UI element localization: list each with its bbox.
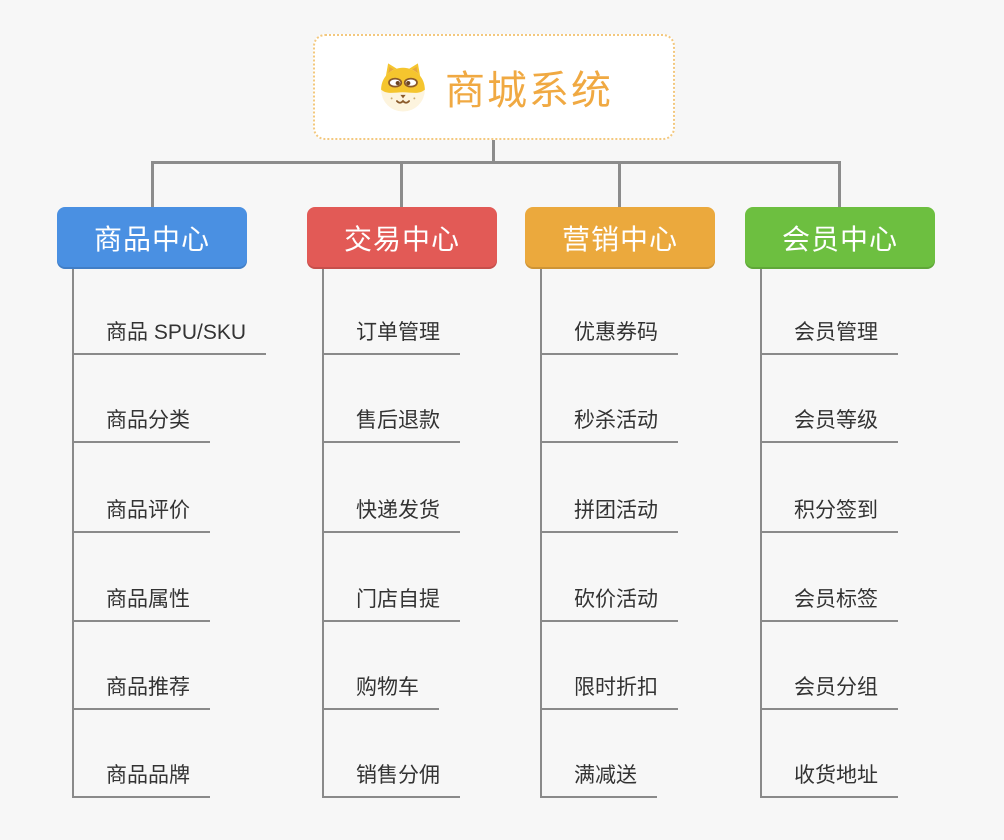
connector-drop-member: [838, 161, 841, 210]
topic-order-management[interactable]: 订单管理: [322, 317, 460, 355]
dog-face-icon: [375, 59, 431, 115]
branch-spine: [760, 269, 762, 798]
topic-after-sale-refund[interactable]: 售后退款: [322, 405, 460, 443]
root-node-label: 商城系统: [445, 69, 613, 113]
connector-bus: [151, 161, 841, 164]
topic-product-category[interactable]: 商品分类: [72, 405, 210, 443]
topic-points-checkin[interactable]: 积分签到: [760, 495, 898, 533]
branch-trade-center: 交易中心 订单管理 售后退款 快递发货 门店自提 购物车 销售分佣: [307, 207, 567, 807]
topic-bargain-activity[interactable]: 砍价活动: [540, 584, 678, 622]
topic-product-spu-sku[interactable]: 商品 SPU/SKU: [72, 317, 267, 355]
branch-marketing-center: 营销中心 优惠券码 秒杀活动 拼团活动 砍价活动 限时折扣 满减送: [525, 207, 785, 807]
topic-spend-and-save[interactable]: 满减送: [540, 760, 657, 798]
topic-limited-time-discount[interactable]: 限时折扣: [540, 672, 678, 710]
topic-shopping-cart[interactable]: 购物车: [322, 672, 439, 710]
topic-group-buy[interactable]: 拼团活动: [540, 495, 678, 533]
topic-shipping-address[interactable]: 收货地址: [760, 760, 898, 798]
topic-member-level[interactable]: 会员等级: [760, 405, 898, 443]
topic-member-group[interactable]: 会员分组: [760, 672, 898, 710]
branch-spine: [540, 269, 542, 798]
branch-product-center: 商品中心 商品 SPU/SKU 商品分类 商品评价 商品属性 商品推荐 商品品牌: [57, 207, 317, 807]
topic-store-pickup[interactable]: 门店自提: [322, 584, 460, 622]
topic-coupon-code[interactable]: 优惠券码: [540, 317, 678, 355]
branch-spine: [72, 269, 74, 798]
root-node-mall-system[interactable]: 商城系统: [313, 34, 675, 140]
topic-member-tag[interactable]: 会员标签: [760, 584, 898, 622]
topic-express-delivery[interactable]: 快递发货: [322, 495, 460, 533]
branch-node-marketing-center[interactable]: 营销中心: [525, 207, 715, 269]
branch-node-product-center[interactable]: 商品中心: [57, 207, 247, 269]
topic-product-recommend[interactable]: 商品推荐: [72, 672, 210, 710]
topic-product-brand[interactable]: 商品品牌: [72, 760, 210, 798]
branch-node-member-center[interactable]: 会员中心: [745, 207, 935, 269]
connector-drop-trade: [400, 161, 403, 210]
topic-sales-commission[interactable]: 销售分佣: [322, 760, 460, 798]
branch-spine: [322, 269, 324, 798]
branch-node-trade-center[interactable]: 交易中心: [307, 207, 497, 269]
topic-flash-sale[interactable]: 秒杀活动: [540, 405, 678, 443]
topic-product-attribute[interactable]: 商品属性: [72, 584, 210, 622]
connector-drop-marketing: [618, 161, 621, 210]
branch-member-center: 会员中心 会员管理 会员等级 积分签到 会员标签 会员分组 收货地址: [745, 207, 1004, 807]
connector-root-stub: [492, 140, 495, 163]
topic-product-review[interactable]: 商品评价: [72, 495, 210, 533]
topic-member-management[interactable]: 会员管理: [760, 317, 898, 355]
connector-drop-product: [151, 161, 154, 210]
